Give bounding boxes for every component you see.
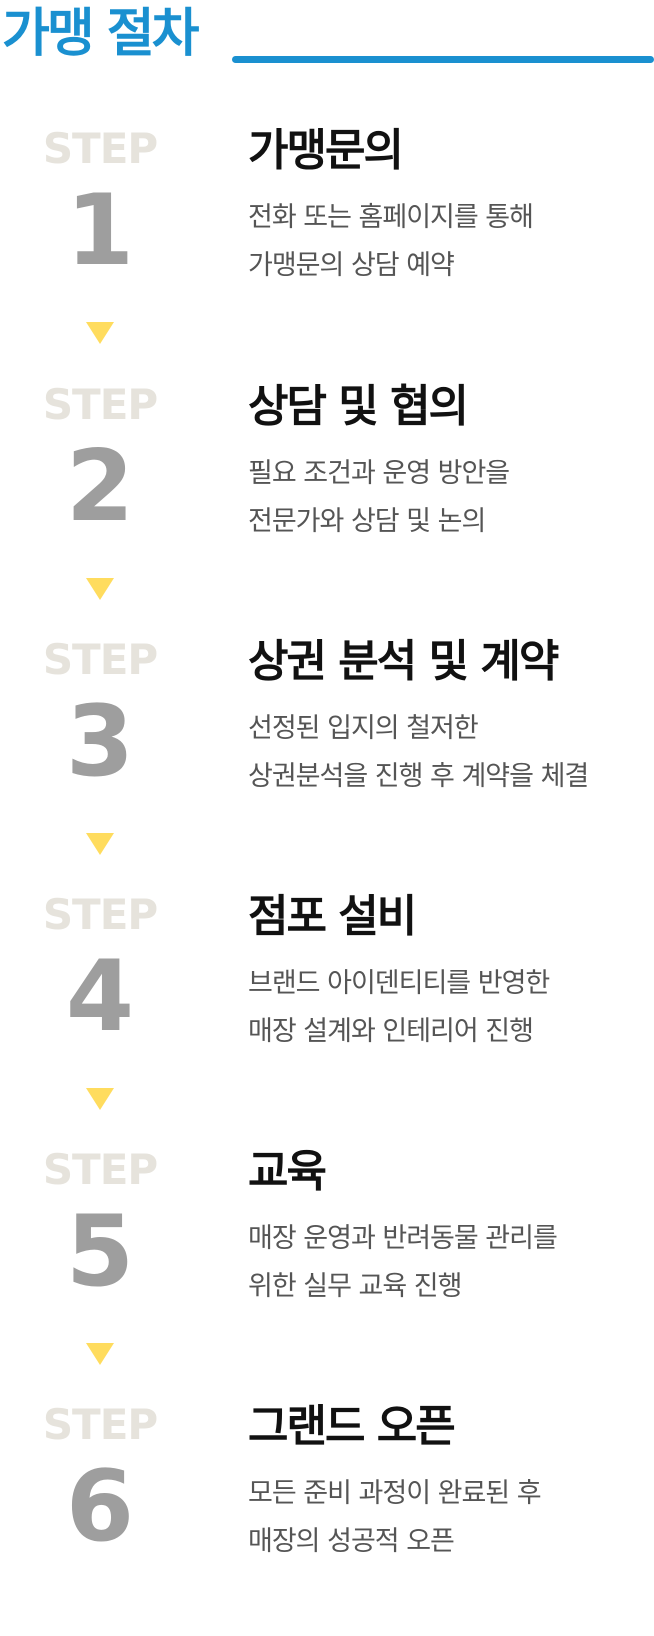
step-2: STEP 2 상담 및 협의 필요 조건과 운영 방안을 전문가와 상담 및 논… — [0, 380, 654, 580]
step-title: 가맹문의 — [248, 125, 404, 176]
down-arrow-icon — [86, 1343, 114, 1365]
down-arrow-icon — [86, 322, 114, 344]
step-label: STEP — [42, 635, 158, 684]
step-description-line: 전문가와 상담 및 논의 — [248, 506, 486, 537]
step-3: STEP 3 상권 분석 및 계약 선정된 입지의 철저한 상권분석을 진행 후… — [0, 635, 654, 835]
step-description: 브랜드 아이덴티티를 반영한 매장 설계와 인테리어 진행 — [248, 960, 648, 1056]
step-label: STEP — [42, 1400, 158, 1449]
step-description: 전화 또는 홈페이지를 통해 가맹문의 상담 예약 — [248, 194, 648, 290]
step-title: 점포 설비 — [248, 891, 417, 942]
down-arrow-icon — [86, 578, 114, 600]
step-6: STEP 6 그랜드 오픈 모든 준비 과정이 완료된 후 매장의 성공적 오픈 — [0, 1400, 654, 1600]
step-description-line: 매장 설계와 인테리어 진행 — [248, 1016, 534, 1047]
step-description: 모든 준비 과정이 완료된 후 매장의 성공적 오픈 — [248, 1470, 648, 1566]
step-title: 상권 분석 및 계약 — [248, 636, 559, 687]
step-description-line: 필요 조건과 운영 방안을 — [248, 458, 510, 489]
step-description-line: 선정된 입지의 철저한 — [248, 713, 479, 744]
step-number: 4 — [65, 940, 135, 1054]
step-label: STEP — [42, 124, 158, 173]
page-header: 가맹 절차 — [0, 0, 654, 70]
step-label: STEP — [42, 1145, 158, 1194]
step-5: STEP 5 교육 매장 운영과 반려동물 관리를 위한 실무 교육 진행 — [0, 1145, 654, 1345]
down-arrow-icon — [86, 1088, 114, 1110]
step-4: STEP 4 점포 설비 브랜드 아이덴티티를 반영한 매장 설계와 인테리어 … — [0, 890, 654, 1090]
page-title: 가맹 절차 — [2, 4, 199, 64]
step-description-line: 위한 실무 교육 진행 — [248, 1271, 462, 1302]
step-number: 5 — [65, 1195, 135, 1309]
step-title: 교육 — [248, 1146, 327, 1197]
step-title: 상담 및 협의 — [248, 381, 469, 432]
step-1: STEP 1 가맹문의 전화 또는 홈페이지를 통해 가맹문의 상담 예약 — [0, 124, 654, 324]
step-label: STEP — [42, 380, 158, 429]
step-description: 선정된 입지의 철저한 상권분석을 진행 후 계약을 체결 — [248, 705, 648, 801]
step-description: 필요 조건과 운영 방안을 전문가와 상담 및 논의 — [248, 450, 648, 546]
step-description: 매장 운영과 반려동물 관리를 위한 실무 교육 진행 — [248, 1215, 648, 1311]
step-number: 6 — [65, 1450, 135, 1564]
step-label: STEP — [42, 890, 158, 939]
step-description-line: 모든 준비 과정이 완료된 후 — [248, 1478, 542, 1509]
step-description-line: 브랜드 아이덴티티를 반영한 — [248, 968, 550, 999]
title-underline — [232, 56, 654, 63]
down-arrow-icon — [86, 833, 114, 855]
step-description-line: 가맹문의 상담 예약 — [248, 250, 455, 281]
step-description-line: 매장 운영과 반려동물 관리를 — [248, 1223, 558, 1254]
step-number: 3 — [65, 685, 135, 799]
step-description-line: 매장의 성공적 오픈 — [248, 1526, 455, 1557]
step-title: 그랜드 오픈 — [248, 1401, 456, 1452]
step-description-line: 상권분석을 진행 후 계약을 체결 — [248, 761, 589, 792]
step-description-line: 전화 또는 홈페이지를 통해 — [248, 202, 534, 233]
step-number: 2 — [65, 430, 135, 544]
step-number: 1 — [65, 174, 135, 288]
